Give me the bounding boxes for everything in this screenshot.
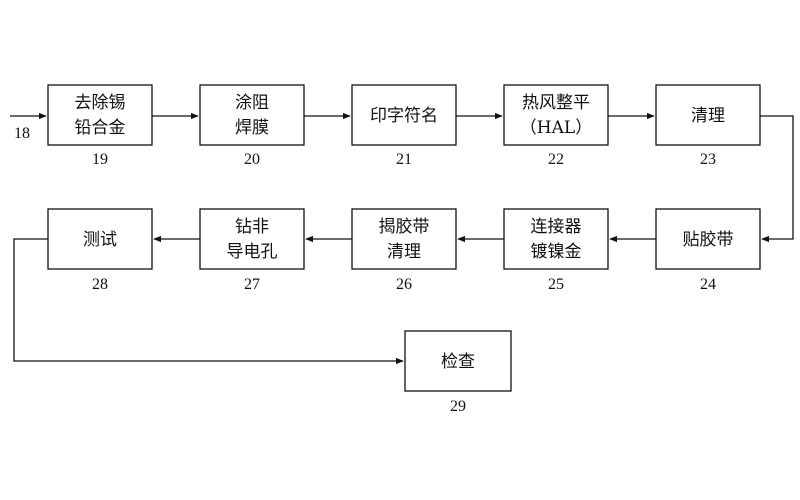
- step-29-number: 29: [450, 398, 466, 415]
- step-29-box: [404, 330, 512, 392]
- step-22-number: 22: [548, 151, 564, 168]
- step-26-label-line1: 揭胶带: [379, 217, 430, 237]
- step-19-label-line2: 铅合金: [75, 118, 126, 138]
- step-19-number: 19: [92, 151, 108, 168]
- step-26-box: [351, 208, 457, 270]
- step-20-label-line2: 焊膜: [235, 118, 269, 138]
- step-21-box: [351, 84, 457, 146]
- step-21-label: 印字符名: [370, 106, 438, 126]
- step-19: 去除锡 铅合金 19: [47, 84, 153, 168]
- step-28-label: 测试: [83, 230, 117, 250]
- step-19-box: [47, 84, 153, 146]
- step-22: 热风整平 （HAL） 22: [503, 84, 609, 168]
- step-25: 连接器 镀镍金 25: [503, 208, 609, 293]
- step-20-label-line1: 涂阻: [235, 93, 269, 113]
- step-21-number: 21: [396, 151, 412, 168]
- step-28-box: [47, 208, 153, 270]
- arrow-23-to-24: [760, 115, 794, 243]
- step-23-label: 清理: [691, 106, 725, 126]
- step-29-label: 检查: [441, 352, 475, 372]
- step-22-box: [503, 84, 609, 146]
- step-26-number: 26: [396, 276, 412, 293]
- step-20: 涂阻 焊膜 20: [199, 84, 305, 168]
- step-26: 揭胶带 清理 26: [351, 208, 457, 293]
- input-label: 18: [14, 125, 30, 142]
- step-24-label: 贴胶带: [683, 230, 734, 250]
- step-23: 清理 23: [655, 84, 761, 168]
- step-27-box: [199, 208, 305, 270]
- arrow-28-to-29: [13, 238, 404, 365]
- step-24: 贴胶带 24: [655, 208, 761, 293]
- step-24-number: 24: [700, 276, 716, 293]
- step-23-box: [655, 84, 761, 146]
- step-29: 检查 29: [404, 330, 512, 415]
- step-27-label-line2: 导电孔: [227, 242, 278, 262]
- step-22-label-line1: 热风整平: [522, 93, 590, 113]
- step-19-label-line1: 去除锡: [75, 93, 126, 113]
- step-25-label-line1: 连接器: [531, 217, 582, 237]
- step-24-box: [655, 208, 761, 270]
- step-25-label-line2: 镀镍金: [531, 242, 582, 262]
- step-27-number: 27: [244, 276, 260, 293]
- step-22-label-line2: （HAL）: [520, 118, 592, 138]
- step-27: 钻非 导电孔 27: [199, 208, 305, 293]
- step-23-number: 23: [700, 151, 716, 168]
- step-27-label-line1: 钻非: [235, 217, 269, 237]
- step-21: 印字符名 21: [351, 84, 457, 168]
- step-28: 测试 28: [47, 208, 153, 293]
- step-26-label-line2: 清理: [387, 242, 421, 262]
- step-20-number: 20: [244, 151, 260, 168]
- step-20-box: [199, 84, 305, 146]
- step-25-number: 25: [548, 276, 564, 293]
- step-25-box: [503, 208, 609, 270]
- step-28-number: 28: [92, 276, 108, 293]
